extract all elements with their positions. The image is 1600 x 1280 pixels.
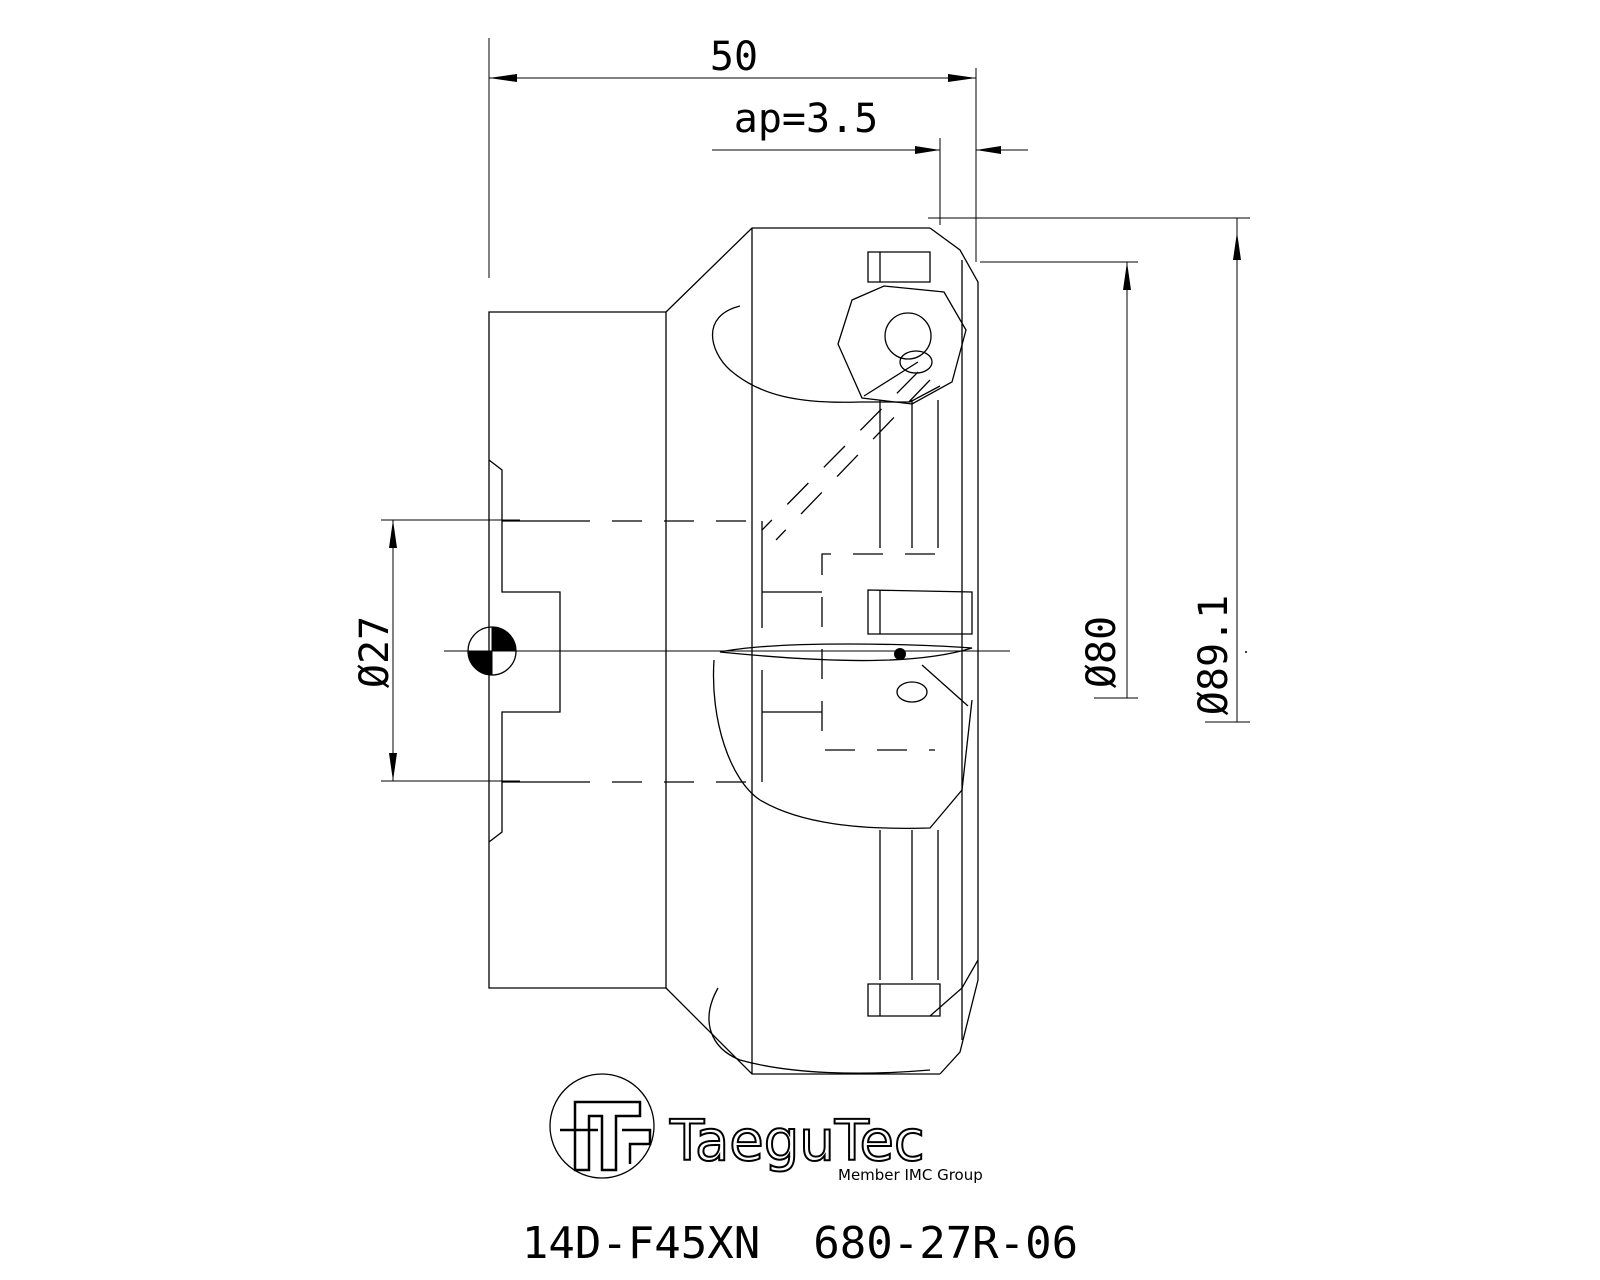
part-number: 14D-F45XN 680-27R-06: [522, 1218, 1078, 1269]
overall-length-label: 50: [710, 34, 758, 80]
body-diameter-label: Ø80: [1079, 616, 1125, 688]
insert-pocket-bottom: [708, 959, 979, 1074]
dimension-overall-length: 50: [488, 34, 977, 278]
insert-middle: [712, 589, 973, 829]
bore-diameter-label: Ø27: [352, 616, 398, 688]
dimension-bore-diameter: Ø27: [352, 519, 520, 782]
logo-tagline-text: Member IMC Group: [838, 1166, 983, 1184]
cutting-diameter-label: Ø89.1: [1191, 595, 1237, 715]
taegutec-emblem-icon: [549, 1073, 655, 1179]
dimension-depth-of-cut: ap=3.5: [712, 96, 1028, 225]
center-mark: [467, 626, 517, 676]
depth-of-cut-label: ap=3.5: [734, 96, 879, 142]
dimension-body-diameter: Ø80: [980, 261, 1138, 699]
logo-brand-text: TaeguTec: [669, 1109, 925, 1174]
taegutec-logo: TaeguTec Member IMC Group: [549, 1073, 983, 1184]
cutter-body: [444, 227, 1010, 1075]
insert-pocket-top: [712, 251, 967, 541]
dimension-cutting-diameter: Ø89.1: [928, 217, 1250, 723]
